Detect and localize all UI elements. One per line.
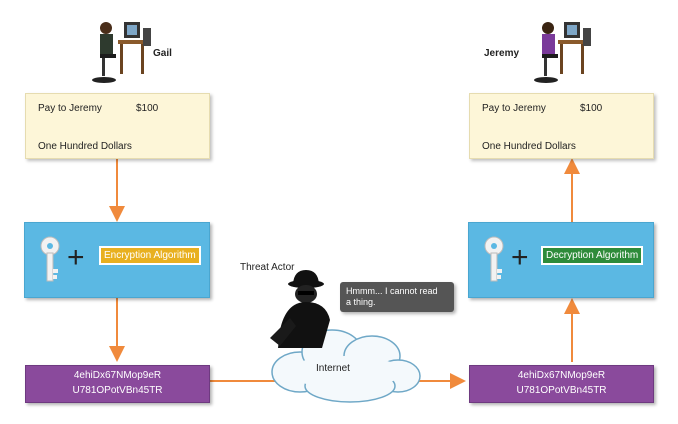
sender-ciphertext: 4ehiDx67NMop9eR U781OPotVBn45TR [25,365,210,403]
sender-note-words: One Hundred Dollars [38,141,132,152]
key-icon [40,236,60,282]
plus-icon: + [511,241,529,274]
decryption-algorithm-label: Decryption Algorithm [541,246,644,265]
internet-label: Internet [316,363,350,374]
speech-line: a thing. [346,297,376,307]
ciphertext-line: U781OPotVBn45TR [516,385,607,396]
sender-note-payee: Pay to Jeremy [38,103,102,114]
ciphertext-line: U781OPotVBn45TR [72,385,163,396]
threat-actor-label: Threat Actor [240,262,295,273]
ciphertext-line: 4ehiDx67NMop9eR [73,370,162,381]
encryption-panel: + Encryption Algorithm [24,222,210,298]
gail-name: Gail [153,48,172,59]
plus-icon: + [67,241,85,274]
decryption-panel: + Decryption Algorithm [468,222,654,298]
ciphertext-line: 4ehiDx67NMop9eR [517,370,606,381]
receiver-note-amount: $100 [580,103,603,114]
key-icon [484,236,504,282]
sender-note: Pay to Jeremy $100 One Hundred Dollars [25,93,210,159]
receiver-note-words: One Hundred Dollars [482,141,576,152]
threat-speech-bubble: Hmmm... I cannot read a thing. [340,282,454,312]
jeremy-name: Jeremy [484,48,520,59]
receiver-note: Pay to Jeremy $100 One Hundred Dollars [469,93,654,159]
receiver-note-payee: Pay to Jeremy [482,103,546,114]
encryption-algorithm-label: Encryption Algorithm [99,246,201,265]
sender-note-amount: $100 [136,103,159,114]
speech-line: Hmmm... I cannot read [346,286,438,296]
receiver-ciphertext: 4ehiDx67NMop9eR U781OPotVBn45TR [469,365,654,403]
